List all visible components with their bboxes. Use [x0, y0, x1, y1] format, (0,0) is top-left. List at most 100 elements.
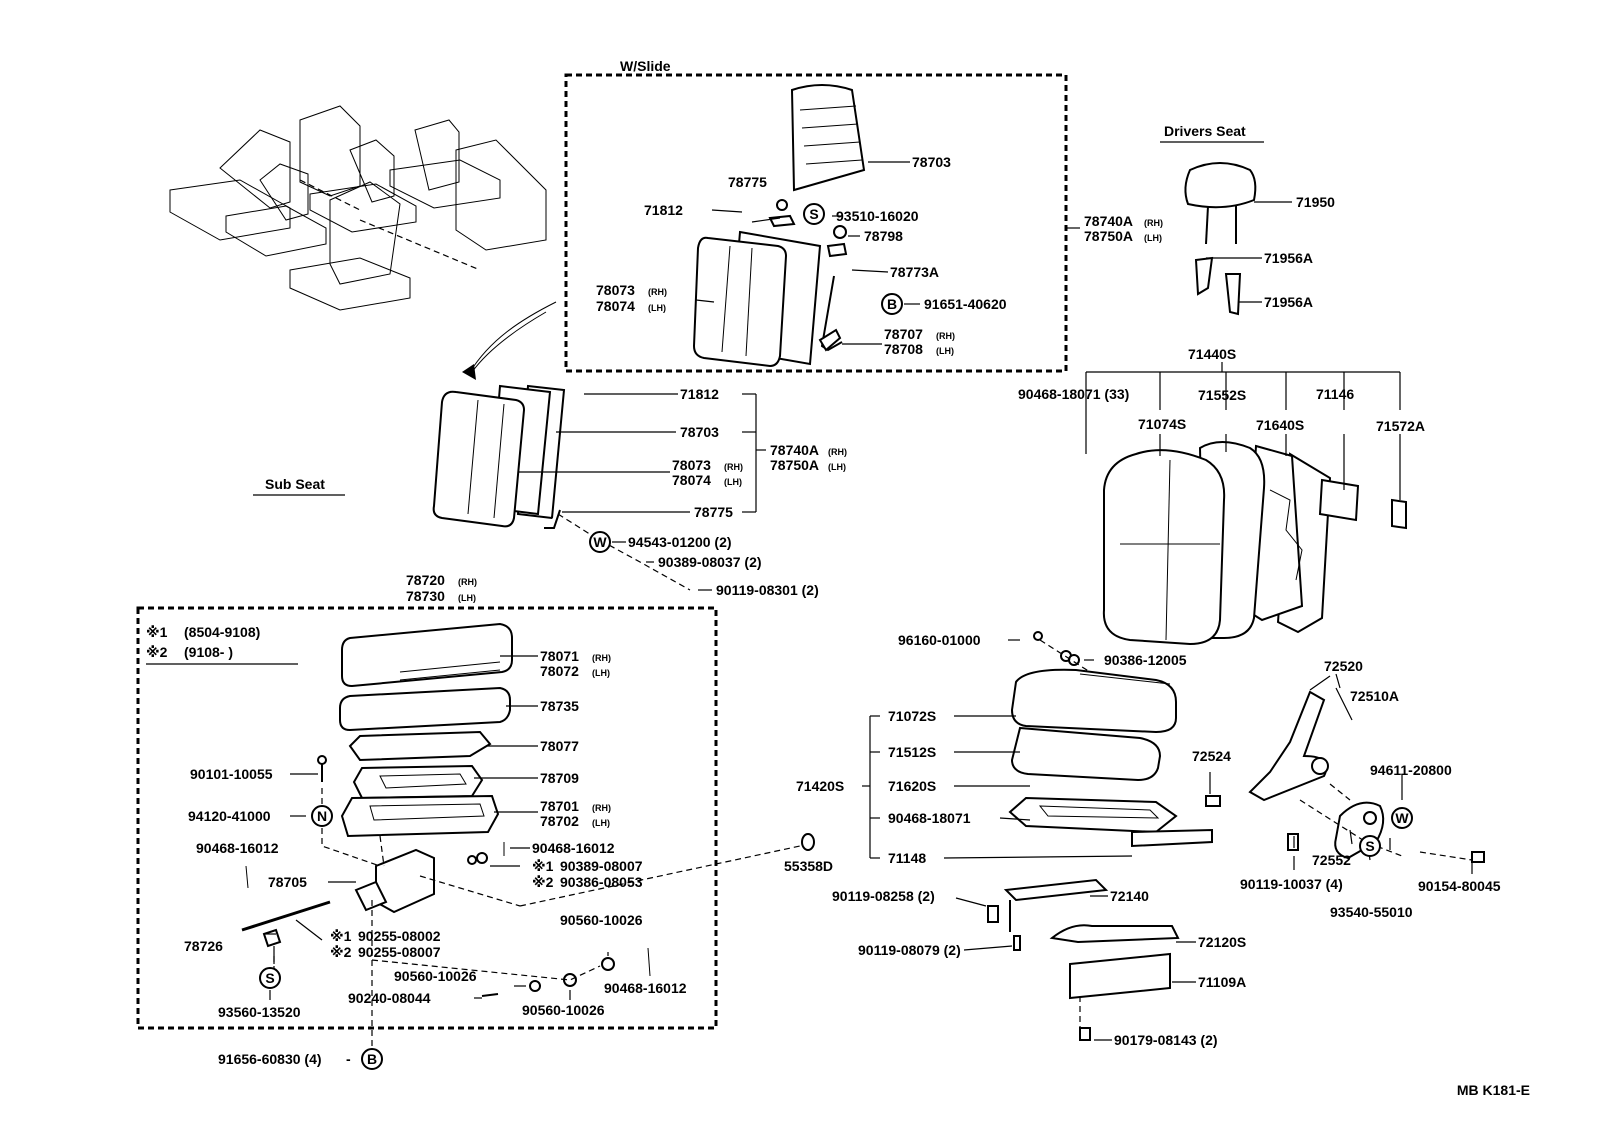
part-label: 78775 [694, 504, 733, 520]
callout-arrow-curve-inner [471, 311, 547, 373]
part-label: 78709 [540, 770, 579, 786]
part-label: 78773A [890, 264, 939, 280]
section-w-slide: W/Slide [620, 58, 671, 74]
part-label: 90119-10037 (4) [1240, 876, 1343, 892]
part-label: 90119-08079 (2) [858, 942, 961, 958]
part-label: 78726 [184, 938, 223, 954]
part-label: 96160-01000 [898, 632, 981, 648]
part-label: 90101-10055 [190, 766, 273, 782]
svg-text:S: S [265, 970, 274, 986]
part-label: 55358D [784, 858, 833, 874]
part-label: 90119-08301 (2) [716, 582, 819, 598]
part-label: 72120S [1198, 934, 1246, 950]
part-label: 91656-60830 (4) [218, 1051, 322, 1067]
part-label: 90468-18071 [888, 810, 971, 826]
note1-mark: ※1 [330, 928, 352, 944]
side-tag: (RH) [592, 803, 611, 813]
note1-mark: ※1 [532, 858, 554, 874]
side-tag: (RH) [724, 462, 743, 472]
marker-s-top: S [803, 203, 825, 225]
part-label: 90255-08002 [358, 928, 441, 944]
sub-seatback-parts [432, 384, 566, 529]
part-label: 90255-08007 [358, 944, 441, 960]
part-label: 71074S [1138, 416, 1186, 432]
marker-b-top: B [881, 293, 903, 315]
dash-mark: - [346, 1051, 351, 1067]
part-label: 78798 [864, 228, 903, 244]
legend-note2-range: (9108- ) [184, 644, 233, 660]
part-label: 78730 [406, 588, 445, 604]
callout-arrow-curve [469, 301, 557, 373]
part-label: 94611-20800 [1370, 762, 1452, 778]
sub-seat-dash-5 [519, 845, 801, 907]
legend: ※1 (8504-9108) ※2 (9108- ) [146, 624, 298, 665]
part-label: 78077 [540, 738, 579, 754]
part-label: 90240-08044 [348, 990, 431, 1006]
part-label: 91651-40620 [924, 296, 1007, 312]
w-slide-parts [692, 84, 866, 368]
part-label: 71640S [1256, 417, 1304, 433]
part-label: 93510-16020 [836, 208, 919, 224]
callout-arrow-head [462, 364, 476, 380]
section-drivers-seat: Drivers Seat [1164, 123, 1246, 139]
diagram-code: MB K181-E [1457, 1082, 1530, 1098]
part-label: 78740A [1084, 213, 1133, 229]
part-label: 72520 [1324, 658, 1363, 674]
drivers-seat-dash-3 [1419, 851, 1473, 861]
svg-text:W: W [1395, 810, 1409, 826]
part-label: 78750A [1084, 228, 1133, 244]
part-label: 78074 [596, 298, 635, 314]
section-sub-seat: Sub Seat [265, 476, 325, 492]
part-label: 78703 [912, 154, 951, 170]
part-label: 78735 [540, 698, 579, 714]
part-label: 90468-16012 [604, 980, 687, 996]
side-tag: (LH) [648, 303, 666, 313]
part-label: 71420S [796, 778, 844, 794]
legend-note1-range: (8504-9108) [184, 624, 260, 640]
part-label: 78750A [770, 457, 819, 473]
part-label: 94543-01200 (2) [628, 534, 732, 550]
part-label: 78071 [540, 648, 579, 664]
part-label: 71072S [888, 708, 936, 724]
sub-seat-dash-3 [371, 959, 601, 981]
side-tag: (LH) [828, 462, 846, 472]
side-tag: (LH) [936, 346, 954, 356]
side-tag: (LH) [724, 477, 742, 487]
w-slide-group-box [564, 73, 1068, 373]
part-label: 93540-55010 [1330, 904, 1413, 920]
sub-seat-dash-2 [379, 835, 385, 867]
side-tag: (LH) [458, 593, 476, 603]
part-label: 90389-08037 (2) [658, 554, 762, 570]
marker-s-drivers: S [1359, 835, 1381, 857]
marker-n: N [311, 805, 333, 827]
side-tag: (RH) [1144, 218, 1163, 228]
side-tag: (LH) [592, 668, 610, 678]
part-label: 90179-08143 (2) [1114, 1032, 1218, 1048]
part-label: 72510A [1350, 688, 1399, 704]
part-label: 94120-41000 [188, 808, 271, 824]
side-tag: (RH) [458, 577, 477, 587]
part-label: 78703 [680, 424, 719, 440]
sub-seatback-dash [557, 513, 691, 591]
part-label: 71440S [1188, 346, 1236, 362]
part-label: 90468-16012 [196, 840, 279, 856]
part-label: 71950 [1296, 194, 1335, 210]
part-label: 93560-13520 [218, 1004, 301, 1020]
marker-w-drivers: W [1391, 807, 1413, 829]
part-label: 78073 [596, 282, 635, 298]
part-label: 78740A [770, 442, 819, 458]
part-label: 71812 [644, 202, 683, 218]
drivers-seat-parts [987, 162, 1485, 1041]
part-label: 78705 [268, 874, 307, 890]
part-label: 90560-10026 [560, 912, 643, 928]
part-label: 71109A [1198, 974, 1246, 990]
part-label: 78074 [672, 472, 711, 488]
side-tag: (LH) [1144, 233, 1162, 243]
part-label: 72140 [1110, 888, 1149, 904]
part-label: 90468-18071 (33) [1018, 386, 1129, 402]
part-label: 72552 [1312, 852, 1351, 868]
leader-lines [264, 161, 1473, 1041]
part-label: 78707 [884, 326, 923, 342]
part-label: 71956A [1264, 294, 1313, 310]
sub-seat-dash-6 [419, 875, 521, 907]
